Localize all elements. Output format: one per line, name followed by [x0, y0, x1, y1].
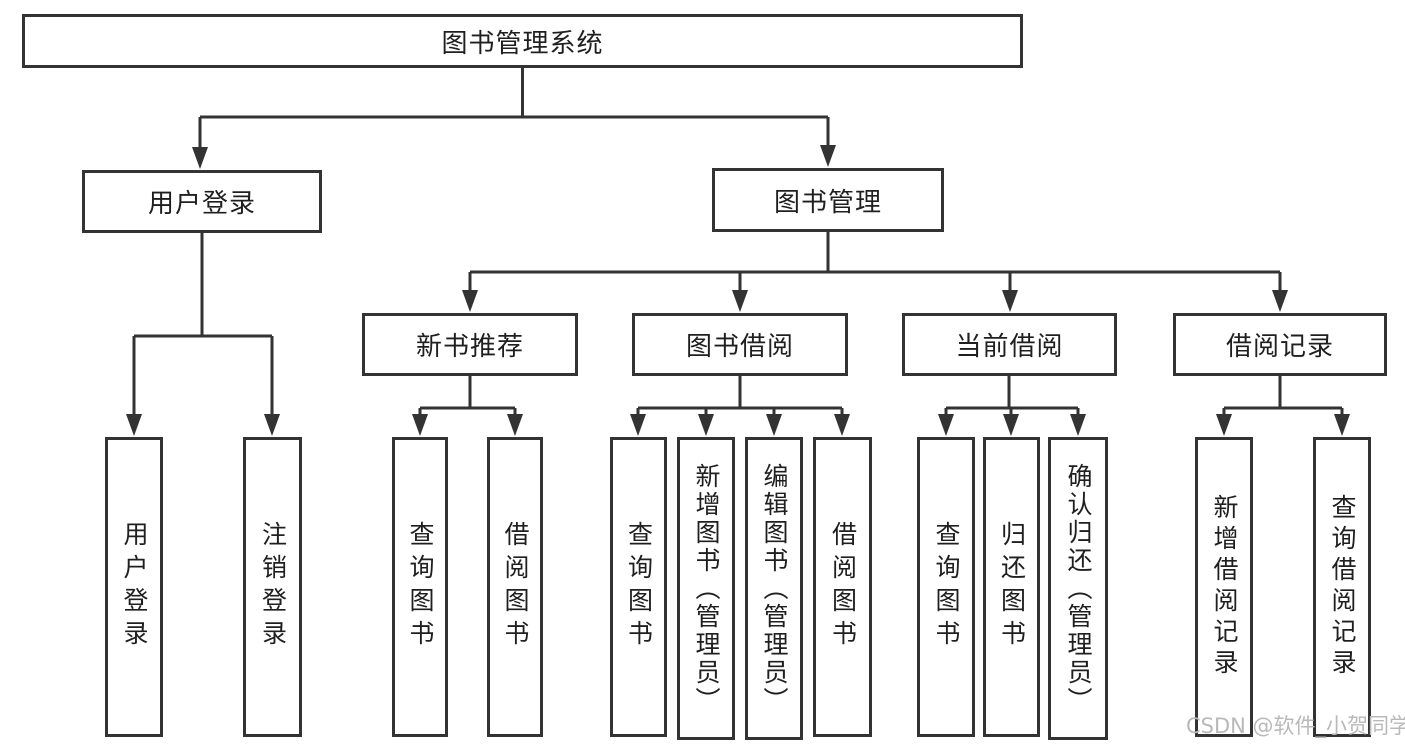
node-label: 查询图书 — [624, 521, 654, 653]
node-label: 查询图书 — [932, 521, 961, 653]
csdn-watermark: CSDN @软件_小贺同学 — [1186, 714, 1405, 738]
node-current-borrowing: 当前借阅 — [902, 313, 1117, 376]
leaf-query-books-recommend: 查询图书 — [392, 437, 448, 737]
node-book-management: 图书管理 — [712, 168, 944, 232]
leaf-add-books-admin: 新增图书（管理员） — [677, 437, 735, 740]
node-label: 新增图书（管理员） — [692, 462, 721, 715]
leaf-query-books-current: 查询图书 — [917, 437, 975, 737]
leaf-edit-books-admin: 编辑图书（管理员） — [745, 437, 803, 740]
node-library-system-root: 图书管理系统 — [22, 14, 1023, 68]
node-label: 借阅图书 — [828, 521, 858, 653]
leaf-query-borrow-record: 查询借阅记录 — [1313, 437, 1371, 737]
node-label: 借阅记录 — [1225, 332, 1334, 362]
node-label: 新书推荐 — [415, 332, 524, 362]
arrowhead-icons — [126, 145, 1350, 436]
leaf-logout: 注销登录 — [243, 437, 302, 737]
node-label: 图书管理 — [773, 187, 882, 218]
node-label: 确认归还（管理员） — [1064, 462, 1093, 715]
node-label: 当前借阅 — [955, 332, 1064, 362]
leaf-borrow-books-borrowing: 借阅图书 — [813, 437, 872, 737]
node-label: 图书管理系统 — [441, 28, 604, 59]
node-new-book-recommendation: 新书推荐 — [362, 313, 578, 376]
leaf-add-borrow-record: 新增借阅记录 — [1195, 437, 1253, 737]
node-label: 查询图书 — [406, 521, 435, 653]
node-label: 编辑图书（管理员） — [760, 462, 789, 715]
node-label: 图书借阅 — [685, 332, 794, 362]
node-label: 归还图书 — [997, 521, 1027, 653]
leaf-borrow-books-recommend: 借阅图书 — [487, 437, 543, 737]
node-label: 借阅图书 — [501, 521, 530, 653]
leaf-return-books: 归还图书 — [983, 437, 1040, 737]
node-borrowing-records: 借阅记录 — [1173, 313, 1387, 376]
node-user-login: 用户登录 — [82, 170, 322, 233]
leaf-query-books-borrowing: 查询图书 — [610, 437, 667, 737]
node-book-borrowing: 图书借阅 — [632, 313, 848, 376]
node-label: 用户登录 — [147, 189, 256, 219]
node-label: 注销登录 — [258, 521, 288, 653]
node-label: 新增借阅记录 — [1210, 494, 1239, 680]
leaf-confirm-return-admin: 确认归还（管理员） — [1048, 437, 1108, 740]
leaf-user-login: 用户登录 — [105, 437, 163, 737]
node-label: 用户登录 — [120, 521, 149, 653]
node-label: 查询借阅记录 — [1328, 494, 1357, 680]
